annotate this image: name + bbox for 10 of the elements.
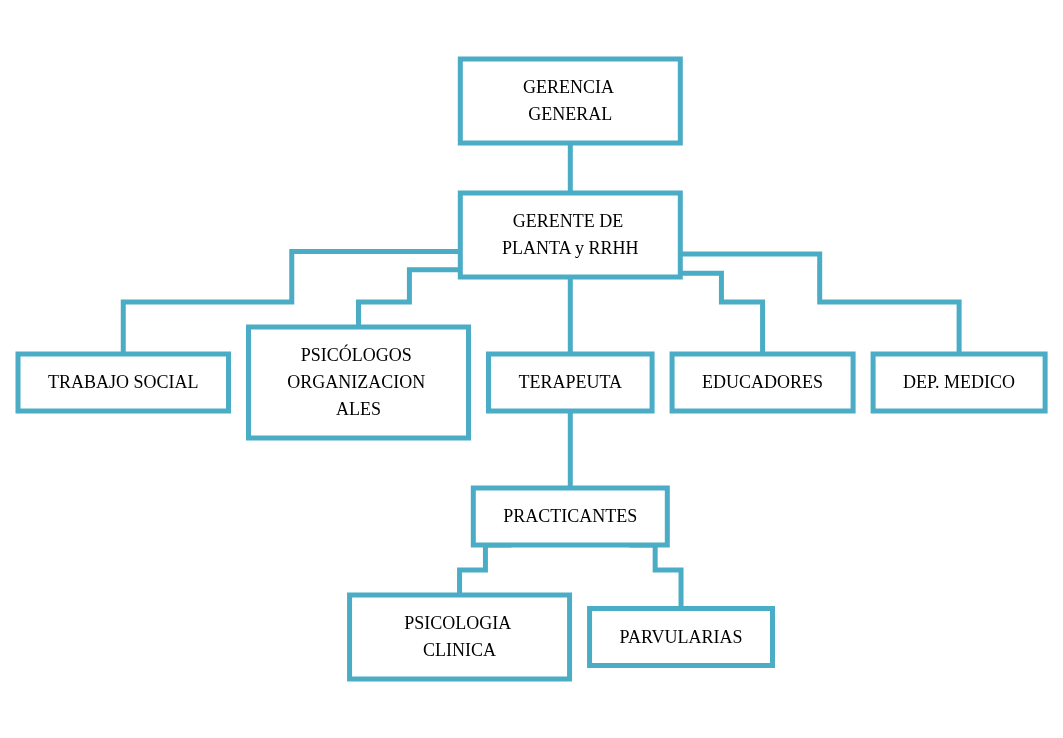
- node-box: TERAPEUTA: [485, 351, 655, 414]
- node-box: PARVULARIAS: [587, 606, 775, 668]
- node-box: GERENCIA GENERAL: [457, 56, 683, 146]
- node-box: PRACTICANTES: [470, 485, 670, 548]
- node-box: PSICOLOGIA CLINICA: [347, 592, 572, 682]
- node-box: EDUCADORES: [669, 351, 856, 414]
- node-box: GERENTE DE PLANTA y RRHH: [457, 190, 683, 280]
- node-box: TRABAJO SOCIAL: [15, 351, 231, 414]
- node-box: DEP. MEDICO: [870, 351, 1048, 414]
- node-box: PSICÓLOGOS ORGANIZACION ALES: [245, 324, 471, 441]
